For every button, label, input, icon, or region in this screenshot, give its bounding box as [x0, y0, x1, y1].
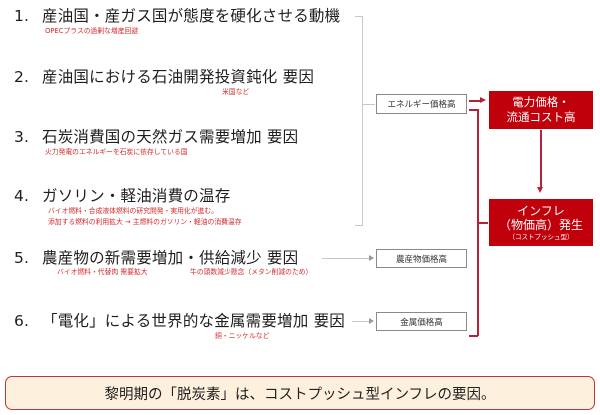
energy-price-box: エネルギー価格高	[376, 94, 467, 114]
red-bracket-connector	[478, 222, 488, 224]
factor-2-note: 米国など	[222, 88, 250, 96]
power-cost-line2: 流通コスト高	[506, 110, 576, 124]
inflation-line2: （物価高）発生	[498, 217, 583, 232]
factor-5-text: 農産物の新需要増加・供給減少 要因	[42, 249, 299, 267]
bracket-bottom-tick	[355, 225, 362, 226]
energy-to-power-arrow-head-icon	[480, 97, 486, 103]
energy-to-power-arrow-line	[469, 100, 481, 102]
metal-arrow-head-icon	[369, 318, 374, 324]
factor-4-title: 4. ガソリン・軽油消費の温存	[14, 187, 230, 205]
red-bracket-bottom	[469, 335, 478, 337]
factor-5-title: 5. 農産物の新需要増加・供給減少 要因	[14, 249, 298, 267]
factor-6-number: 6.	[14, 312, 30, 330]
factor-5-number: 5.	[14, 249, 30, 267]
bracket-gray-vertical	[362, 16, 363, 226]
metal-arrow-line	[352, 321, 370, 322]
factor-1-title: 1. 産油国・産ガス国が態度を硬化させる動機	[14, 7, 340, 25]
factor-4-text: ガソリン・軽油消費の温存	[42, 187, 231, 205]
factor-2-number: 2.	[14, 68, 30, 86]
factor-2-text: 産油国における石油開発投資鈍化 要因	[42, 68, 315, 86]
factor-6-text: 「電化」による世界的な金属需要増加 要因	[42, 312, 345, 330]
metal-price-box: 金属価格高	[376, 312, 467, 331]
factor-1-number: 1.	[14, 7, 30, 25]
inflation-line3: （コストプッシュ型）	[508, 232, 574, 241]
factor-6-note: 銅・ニッケルなど	[215, 332, 270, 340]
factor-4-note-1: バイオ燃料・合成液体燃料の研究開発・実用化が進む。	[48, 207, 218, 215]
power-cost-line1: 電力価格・	[512, 95, 570, 109]
bracket-top-tick	[355, 16, 362, 17]
conclusion-banner: 黎明期の「脱炭素」は、コストプッシュ型インフレの要因。	[5, 376, 595, 410]
inflation-line1: インフレ	[517, 203, 565, 218]
factor-4-note-2: 添加する燃料の利用拡大 → 主燃料のガソリン・軽油の消費温存	[48, 218, 242, 226]
factor-1-text: 産油国・産ガス国が態度を硬化させる動機	[42, 7, 341, 25]
factor-3-title: 3. 石炭消費国の天然ガス需要増加 要因	[14, 128, 298, 146]
factor-3-number: 3.	[14, 128, 30, 146]
factor-4-number: 4.	[14, 187, 30, 205]
factor-3-text: 石炭消費国の天然ガス需要増加 要因	[42, 128, 299, 146]
inflation-box: インフレ （物価高）発生 （コストプッシュ型）	[489, 199, 593, 246]
factor-5-note-1: バイオ燃料・代替肉 需要拡大	[57, 268, 148, 276]
factor-2-title: 2. 産油国における石油開発投資鈍化 要因	[14, 68, 314, 86]
factor-5-note-2: 牛の頭数減少懸念（メタン削減のため）	[190, 268, 313, 276]
factor-1-note: OPECプラスの過剰な増産回避	[45, 27, 139, 35]
red-bracket-vertical	[477, 109, 479, 336]
power-to-inflation-arrow-line	[540, 130, 542, 188]
factor-3-note: 火力発電のエネルギーを石炭に依存している国	[45, 148, 188, 156]
agri-arrow-line	[322, 258, 370, 259]
power-to-inflation-arrow-head-icon	[537, 187, 543, 193]
red-bracket-top	[469, 109, 478, 111]
agri-price-box: 農産物価格高	[376, 249, 467, 268]
conclusion-text: 黎明期の「脱炭素」は、コストプッシュ型インフレの要因。	[104, 386, 496, 403]
factor-6-title: 6. 「電化」による世界的な金属需要増加 要因	[14, 312, 345, 330]
agri-arrow-head-icon	[369, 255, 374, 261]
bracket-gray-connector	[363, 104, 375, 105]
power-cost-box: 電力価格・ 流通コスト高	[489, 91, 593, 129]
